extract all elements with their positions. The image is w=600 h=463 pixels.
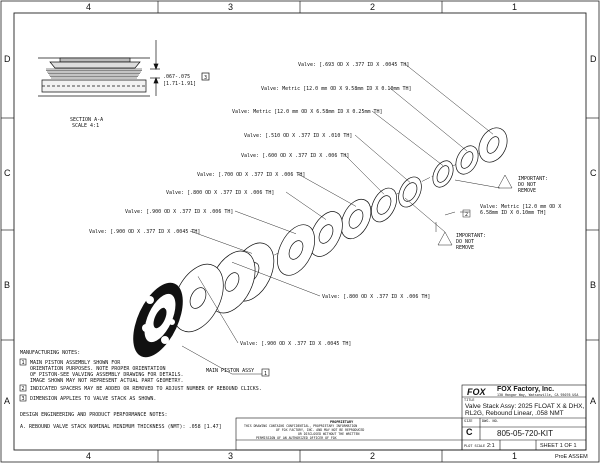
row-label-a-right: A [590, 396, 596, 406]
leader-line [297, 173, 357, 207]
plot-scale-label: PLOT SCALE [464, 444, 485, 448]
column-label-3-bottom: 3 [228, 451, 233, 461]
valve-label: Valve: [.800 OD X .377 ID X .006 TH] [322, 294, 430, 300]
important-note-1-line-1: IMPORTANT: [518, 176, 548, 182]
row-label-c-right: C [590, 168, 597, 178]
section-scale: SCALE 4:1 [72, 123, 99, 129]
row-label-d-right: D [590, 54, 597, 64]
row-label-b-right: B [590, 280, 596, 290]
valve-label: Valve: Metric [12.0 mm OD X 9.58mm ID X … [261, 86, 412, 92]
proprietary-line-2: OF FOX FACTORY, INC. AND MAY NOT BE REPR… [276, 428, 364, 432]
section-dim-mm: [1.71-1.91] [163, 81, 196, 87]
column-label-2-bottom: 2 [370, 451, 375, 461]
footer-label: ProE ASSEM [555, 454, 588, 460]
row-label-b-left: B [4, 280, 10, 290]
valve-stack [172, 127, 508, 333]
column-label-2-top: 2 [370, 2, 375, 12]
important-note-2-line-1: IMPORTANT: [456, 233, 486, 239]
valve-label: Valve: [.900 OD X .377 ID X .0045 TH] [240, 341, 351, 347]
leader-line [234, 210, 297, 235]
important-note-1-line-2: DO NOT [518, 182, 536, 188]
valve-disc [371, 187, 397, 223]
drawing-number: 805-05-720-KIT [497, 429, 553, 438]
valve-label: Valve: Metric [12.0 mm OD X 6.58mm ID X … [232, 109, 383, 115]
column-label-1-bottom: 1 [512, 451, 517, 461]
proprietary-heading: PROPRIETARY [330, 420, 354, 424]
company-address: 130 Hangar Way, Watsonville, CA 95076 US… [497, 393, 578, 397]
drawing-title-line-1: Valve Stack Assy: 2025 FLOAT X & DHX, [465, 403, 584, 410]
note-1-line-4: IMAGE SHOWN MAY NOT REPRESENT ACTUAL PAR… [30, 378, 184, 384]
important-note-2-line-2: DO NOT [456, 239, 474, 245]
design-notes-heading: DESIGN ENGINEERING AND PRODUCT PERFORMAN… [20, 412, 168, 418]
leader-line [404, 63, 494, 135]
row-label-a-left: A [4, 396, 10, 406]
leader-line [189, 230, 253, 254]
column-label-1-top: 1 [512, 2, 517, 12]
notes-heading: MANUFACTURING NOTES: [20, 350, 80, 356]
row-label-c-left: C [4, 168, 11, 178]
note-2-ref: 2 [22, 386, 25, 392]
leader-line [285, 191, 327, 220]
note-1-line-1: MAIN PISTON ASSEMBLY SHOWN FOR [30, 360, 121, 366]
valve-label: Valve: [.693 OD X .377 ID X .0045 TH] [298, 62, 409, 68]
valve-label: Valve: [.600 OD X .377 ID X .006 TH] [241, 153, 349, 159]
column-label-4-top: 4 [86, 2, 91, 12]
valve-disc [277, 224, 315, 276]
note-1-line-3: OF PISTON-SEE VALVING ASSEMBLY DRAWING F… [30, 372, 184, 378]
valve-disc [172, 263, 224, 333]
leader-line [389, 87, 468, 152]
proprietary-line-3: OR DISCLOSED WITHOUT THE WRITTEN [298, 432, 359, 436]
piston-label: MAIN PISTON ASSY [206, 368, 254, 374]
column-label-4-bottom: 4 [86, 451, 91, 461]
section-view [38, 40, 210, 97]
company-name: FOX Factory, Inc. [497, 386, 554, 393]
valve-label: Valve: [.900 OD X .377 ID X .006 TH] [125, 209, 233, 215]
valve-label: Valve: [.800 OD X .377 ID X .006 TH] [166, 190, 274, 196]
valve-label: Valve: [.700 OD X .377 ID X .006 TH] [197, 172, 305, 178]
valve-label: Valve: [.900 OD X .377 ID X .0045 TH] [89, 229, 200, 235]
important-note-1-line-3: REMOVE [518, 188, 536, 194]
section-dim-inch: .067-.075 [163, 74, 190, 80]
title-block [235, 384, 587, 451]
column-label-3-top: 3 [228, 2, 233, 12]
note-2: INDICATED SPACERS MAY BE ADDED OR REMOVE… [30, 386, 262, 392]
important-note-2-line-3: REMOVE [456, 245, 474, 251]
valve-disc [398, 176, 422, 208]
leader-line [354, 134, 411, 183]
note-1-line-2: ORIENTATION PURPOSES. NOTE PROPER ORIENT… [30, 366, 165, 372]
valve-disc [455, 145, 479, 175]
note-1-ref: 1 [22, 360, 25, 366]
valve-disc [478, 127, 508, 163]
main-piston [133, 282, 183, 358]
plot-scale-value: 2:1 [487, 443, 495, 449]
proprietary-line-4: PERMISSION OF AN AUTHORIZED OFFICER OF F… [256, 436, 337, 440]
right-valve-label-line-1: Valve: Metric [12.0 mm OD X [480, 204, 561, 210]
valve-label: Valve: [.510 OD X .377 ID X .010 TH] [244, 133, 352, 139]
right-valve-label-line-2: 6.58mm ID X 0.10mm TH] [480, 210, 546, 216]
valve-disc [432, 160, 454, 188]
size-label: SIZE [464, 419, 472, 423]
dwg-label: DWG. NO. [482, 419, 499, 423]
fox-logo: FOX [467, 387, 486, 397]
proprietary-line-1: THIS DRAWING CONTAINS CONFIDENTIAL, PROP… [244, 424, 357, 428]
valve-disc [309, 211, 343, 257]
size-value: C [466, 427, 473, 437]
drawing-title-line-2: RL2G, Rebound Linear, .058 NMT [465, 410, 564, 417]
sheet-number: SHEET 1 OF 1 [540, 443, 577, 449]
section-title: SECTION A-A [70, 117, 103, 123]
title-label: TITLE [464, 398, 475, 402]
leader-line [344, 154, 385, 195]
section-dim-ref: 3 [204, 75, 207, 81]
piston-ref: 1 [264, 371, 267, 377]
leader-line [197, 276, 239, 344]
note-3-ref: 3 [22, 396, 25, 402]
leader-line [371, 110, 444, 166]
valve-disc [340, 198, 372, 240]
design-note-a: A. REBOUND VALVE STACK NOMINAL MINIMUM T… [20, 424, 222, 430]
leader-line [231, 261, 321, 297]
spacer-ref: 2 [465, 212, 468, 218]
note-3: DIMENSION APPLIES TO VALVE STACK AS SHOW… [30, 396, 156, 402]
row-label-d-left: D [4, 54, 11, 64]
